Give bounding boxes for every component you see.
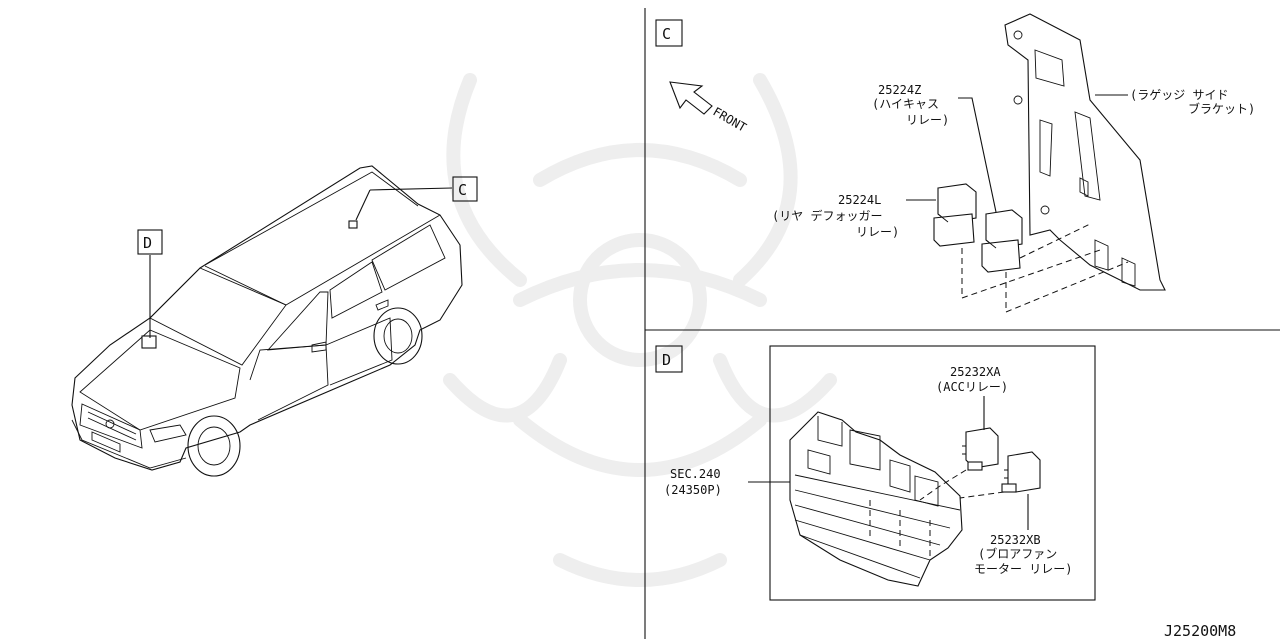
panel-c-tag: C bbox=[662, 25, 671, 43]
part-25232xb-number: 25232XB bbox=[990, 533, 1041, 547]
front-arrow-icon bbox=[669, 81, 713, 115]
diagram-code: J25200M8 bbox=[1164, 622, 1236, 639]
panel-dividers bbox=[644, 8, 1280, 639]
part-25224l-desc-1: (リヤ デフォッガー bbox=[772, 208, 882, 223]
sec-ref-2: (24350P) bbox=[664, 483, 722, 497]
fuse-block bbox=[789, 411, 963, 587]
part-25224z-number: 25224Z bbox=[878, 83, 921, 97]
relay-25224z bbox=[981, 209, 1023, 273]
bracket-label-1: (ラゲッジ サイド bbox=[1130, 88, 1228, 102]
panel-d-frame bbox=[769, 345, 1096, 601]
relay-25232xa bbox=[962, 427, 999, 471]
part-25224l-number: 25224L bbox=[838, 193, 881, 207]
part-25224l-desc-2: リレー) bbox=[856, 225, 899, 239]
luggage-side-bracket bbox=[1004, 13, 1166, 291]
vehicle-illustration bbox=[71, 165, 463, 477]
watermark-emblem bbox=[443, 73, 837, 587]
part-25232xa-number: 25232XA bbox=[950, 365, 1001, 379]
relay-25224l bbox=[933, 183, 977, 247]
bracket-label-2: ブラケット) bbox=[1188, 101, 1255, 116]
car-callout-c: C bbox=[355, 176, 478, 221]
sec-ref-1: SEC.240 bbox=[670, 467, 721, 481]
part-25232xb-desc-2: モーター リレー) bbox=[974, 562, 1072, 576]
part-25232xb-desc-1: (ブロアファン bbox=[978, 546, 1057, 561]
panel-d: D bbox=[655, 345, 1096, 601]
part-25224z-desc-2: リレー) bbox=[906, 113, 949, 127]
part-25224z-desc-1: (ハイキャス bbox=[872, 97, 939, 111]
part-25232xa-desc-1: (ACCリレー) bbox=[936, 380, 1008, 394]
panel-d-tag: D bbox=[662, 351, 671, 369]
car-callout-d: D bbox=[137, 229, 163, 338]
front-label: FRONT bbox=[711, 104, 749, 134]
relay-25232xb bbox=[1001, 451, 1041, 493]
panel-c: C FRONT (ラゲッジ サイド ブラケット) bbox=[655, 13, 1255, 313]
callout-c-label: C bbox=[458, 181, 467, 199]
callout-d-label: D bbox=[143, 234, 152, 252]
